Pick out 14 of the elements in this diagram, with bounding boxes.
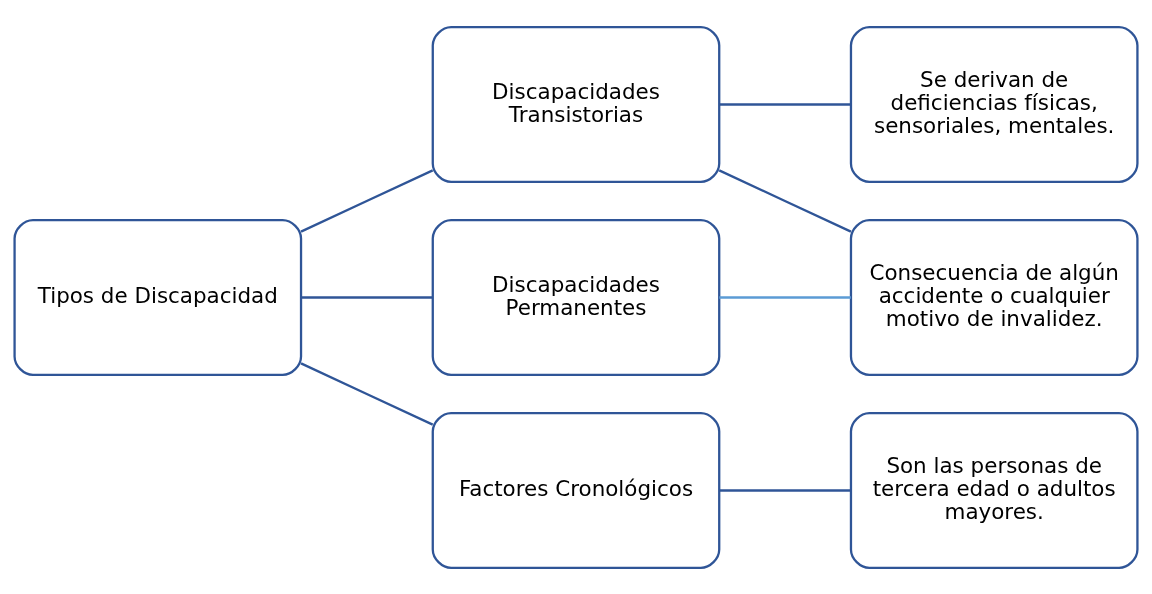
connector — [718, 168, 852, 233]
connector — [719, 295, 851, 299]
node-box: Discapacidades Permanentes — [431, 218, 721, 376]
node-box: Tipos de Discapacidad — [13, 218, 303, 376]
node-box: Son las personas de tercera edad o adultos mayores. — [849, 411, 1139, 569]
node-box: Se derivan de deficiencias físicas, sensoriales, mentales. — [849, 25, 1139, 183]
node-box: Discapacidades Transistorias — [431, 25, 721, 183]
connector — [301, 295, 433, 299]
node-box: Consecuencia de algún accidente o cualquier motivo de invalidez. — [849, 218, 1139, 376]
connector — [300, 168, 434, 233]
connector — [719, 102, 851, 106]
connector — [719, 488, 851, 492]
node-box: Factores Cronológicos — [431, 411, 721, 569]
connector — [300, 361, 434, 426]
